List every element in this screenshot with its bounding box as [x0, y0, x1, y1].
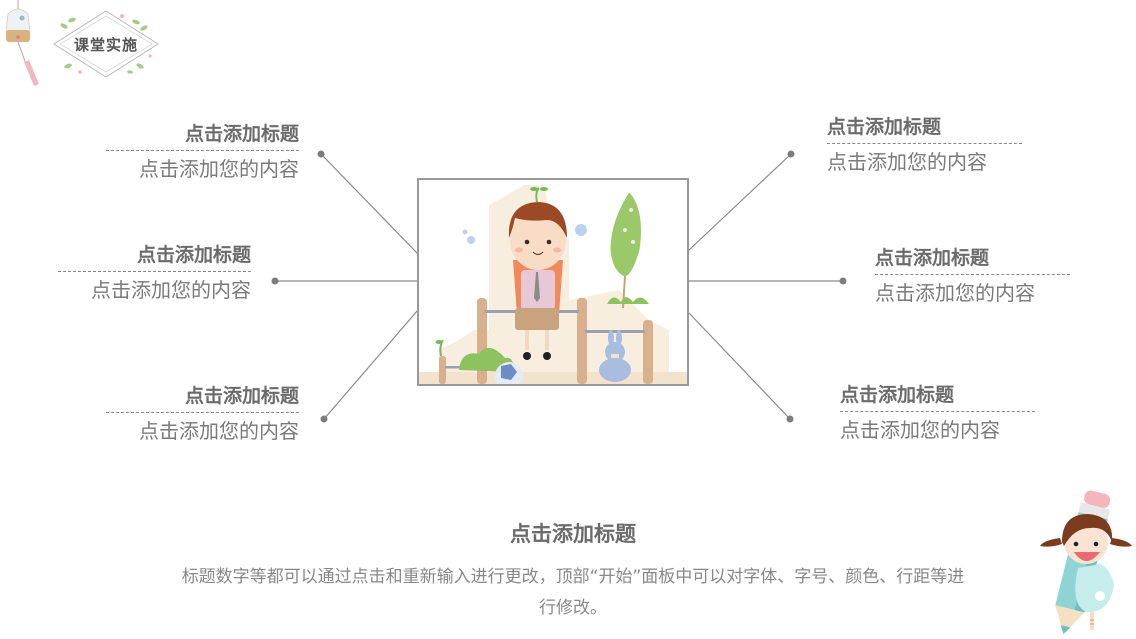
- item-left-top[interactable]: 点击添加标题 点击添加您的内容: [106, 121, 299, 183]
- item-title[interactable]: 点击添加标题: [827, 116, 942, 138]
- center-illustration[interactable]: [417, 178, 689, 386]
- item-body[interactable]: 点击添加您的内容: [139, 419, 299, 443]
- item-body[interactable]: 点击添加您的内容: [91, 278, 251, 302]
- item-title[interactable]: 点击添加标题: [875, 247, 990, 269]
- bottom-body[interactable]: 标题数字等都可以通过点击和重新输入进行更改，顶部“开始”面板中可以对字体、字号、…: [181, 567, 965, 618]
- wind-chime-icon: [5, 0, 39, 86]
- diamond-frame-icon: [53, 10, 159, 78]
- section-badge: 课堂实施: [50, 8, 162, 80]
- dashed-divider: [827, 143, 1022, 144]
- boy-playground-illustration-icon: [419, 185, 687, 384]
- dashed-divider: [875, 274, 1070, 275]
- item-right-top[interactable]: 点击添加标题 点击添加您的内容: [827, 114, 1022, 176]
- bottom-title[interactable]: 点击添加标题: [510, 522, 636, 546]
- item-title[interactable]: 点击添加标题: [840, 384, 955, 406]
- item-title[interactable]: 点击添加标题: [136, 244, 251, 266]
- item-right-bottom[interactable]: 点击添加标题 点击添加您的内容: [840, 382, 1035, 444]
- badge-label: 课堂实施: [73, 35, 138, 54]
- dashed-divider: [840, 411, 1035, 412]
- item-left-bottom[interactable]: 点击添加标题 点击添加您的内容: [106, 383, 299, 445]
- item-body[interactable]: 点击添加您的内容: [840, 418, 1000, 442]
- girl-with-pencil-icon: [1040, 490, 1132, 635]
- item-title[interactable]: 点击添加标题: [184, 123, 299, 145]
- dashed-divider: [106, 412, 299, 413]
- item-right-middle[interactable]: 点击添加标题 点击添加您的内容: [875, 245, 1070, 307]
- item-title[interactable]: 点击添加标题: [184, 385, 299, 407]
- item-body[interactable]: 点击添加您的内容: [139, 157, 299, 181]
- item-body[interactable]: 点击添加您的内容: [827, 150, 987, 174]
- dashed-divider: [106, 150, 299, 151]
- item-body[interactable]: 点击添加您的内容: [875, 281, 1035, 305]
- dashed-divider: [58, 271, 251, 272]
- item-left-middle[interactable]: 点击添加标题 点击添加您的内容: [58, 242, 251, 304]
